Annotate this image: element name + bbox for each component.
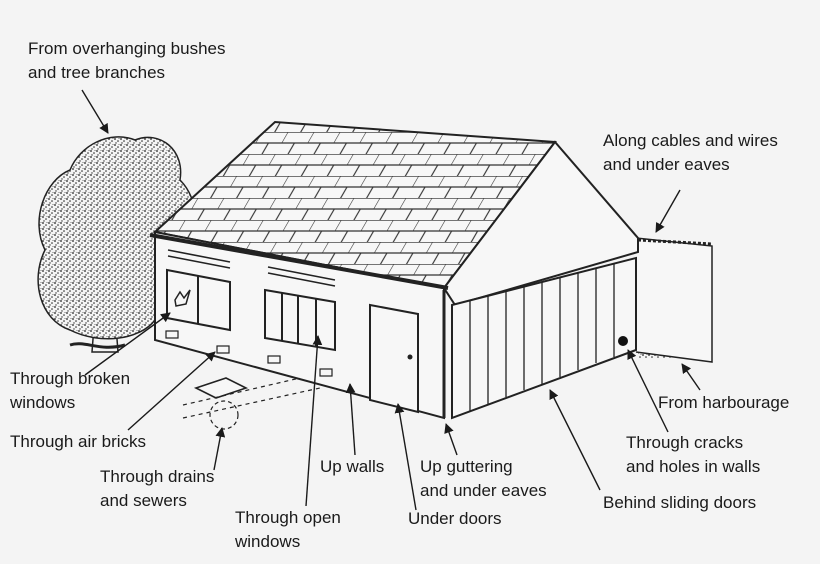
label-line: Under doors: [408, 509, 502, 528]
label-line: Up guttering: [420, 457, 513, 476]
label-line: Through cracks: [626, 433, 744, 452]
label-line: windows: [235, 532, 301, 551]
cables: [637, 238, 713, 246]
label-line: and sewers: [100, 491, 187, 510]
eaves-vent: [267, 266, 336, 287]
label-open-windows: Through open windows: [235, 506, 341, 554]
gutter: [149, 233, 449, 290]
label-line: windows: [10, 393, 76, 412]
label-up-walls: Up walls: [320, 455, 384, 479]
label-line: Behind sliding doors: [603, 493, 757, 512]
arrow-sliding-doors: [549, 389, 601, 491]
arrow-under-doors: [394, 403, 417, 511]
label-under-doors: Under doors: [408, 507, 502, 531]
label-air-bricks: Through air bricks: [10, 430, 146, 454]
label-line: Up walls: [320, 457, 385, 476]
arrow-broken-windows: [84, 312, 171, 376]
sliding-doors: [469, 263, 615, 411]
door: [369, 303, 419, 414]
boundary-wall: [635, 237, 713, 363]
label-bushes: From overhanging bushes and tree branche…: [28, 37, 226, 85]
eaves-vent: [167, 249, 231, 269]
arrow-open-windows: [305, 335, 323, 507]
broken-window: [166, 268, 231, 332]
gable-end: [442, 140, 639, 307]
arrow-bushes: [81, 89, 109, 134]
label-line: Through broken: [10, 369, 131, 388]
label-line: Along cables and wires: [603, 131, 778, 150]
arrow-cables: [655, 189, 681, 233]
arrow-harbourage: [681, 363, 701, 391]
label-cracks: Through cracks and holes in walls: [626, 431, 760, 479]
label-line: and tree branches: [28, 63, 166, 82]
label-line: From overhanging bushes: [28, 39, 226, 58]
label-broken-windows: Through broken windows: [10, 367, 130, 415]
drain: [182, 377, 321, 430]
label-line: Through drains: [100, 467, 215, 486]
wall-hole: [618, 336, 628, 346]
label-line: Through open: [235, 508, 341, 527]
label-line: and holes in walls: [626, 457, 761, 476]
air-bricks: [165, 330, 333, 377]
label-line: From harbourage: [658, 393, 790, 412]
label-line: Through air bricks: [10, 432, 147, 451]
label-drains: Through drains and sewers: [100, 465, 214, 513]
label-sliding-doors: Behind sliding doors: [603, 491, 756, 515]
label-cables: Along cables and wires and under eaves: [603, 129, 778, 177]
arrow-air-bricks: [127, 351, 216, 431]
arrow-up-walls: [345, 383, 356, 456]
label-line: and under eaves: [603, 155, 730, 174]
arrow-drains: [213, 427, 226, 471]
label-line: and under eaves: [420, 481, 547, 500]
label-harbourage: From harbourage: [658, 391, 789, 415]
label-guttering: Up guttering and under eaves: [420, 455, 547, 503]
arrow-guttering: [444, 423, 458, 456]
arrow-cracks: [627, 349, 669, 433]
